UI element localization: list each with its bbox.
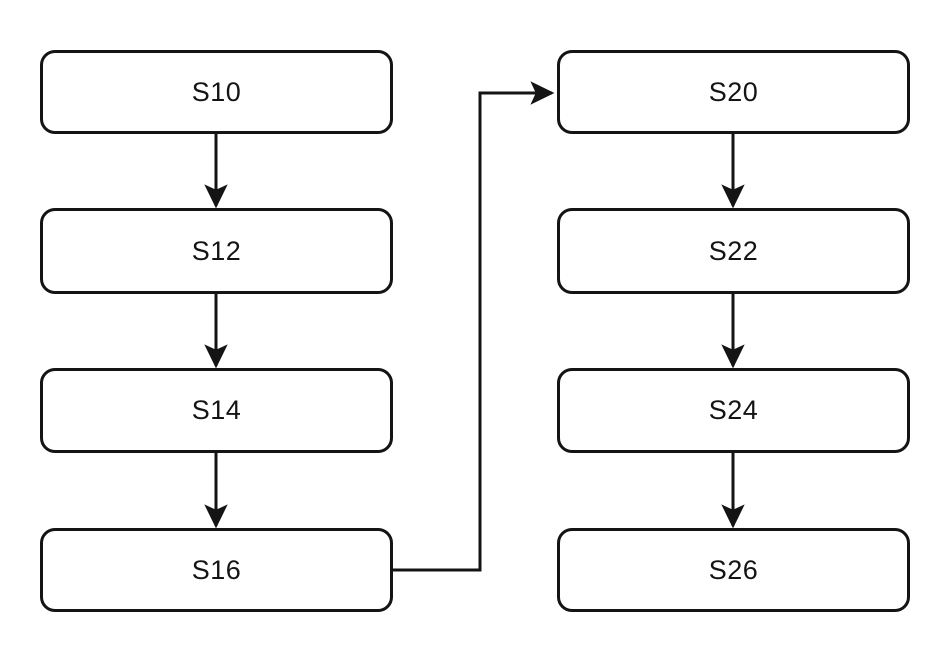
node-s10[interactable]: S10 <box>40 50 393 134</box>
node-s20[interactable]: S20 <box>557 50 910 134</box>
node-s20-label: S20 <box>708 76 759 107</box>
node-s14-label: S14 <box>191 395 242 425</box>
node-s12-label: S12 <box>191 235 242 266</box>
node-s24[interactable]: S24 <box>557 368 910 453</box>
node-s22-label: S22 <box>708 235 759 266</box>
node-s24-label: S24 <box>708 395 759 425</box>
node-s12[interactable]: S12 <box>40 208 393 294</box>
node-s10-label: S10 <box>191 76 242 107</box>
node-s26[interactable]: S26 <box>557 528 910 612</box>
node-s22[interactable]: S22 <box>557 208 910 294</box>
node-s16-label: S16 <box>191 554 242 585</box>
node-s16[interactable]: S16 <box>40 528 393 612</box>
connector-s16-to-s20 <box>393 81 555 572</box>
node-s26-label: S26 <box>708 554 759 585</box>
node-s14[interactable]: S14 <box>40 368 393 453</box>
